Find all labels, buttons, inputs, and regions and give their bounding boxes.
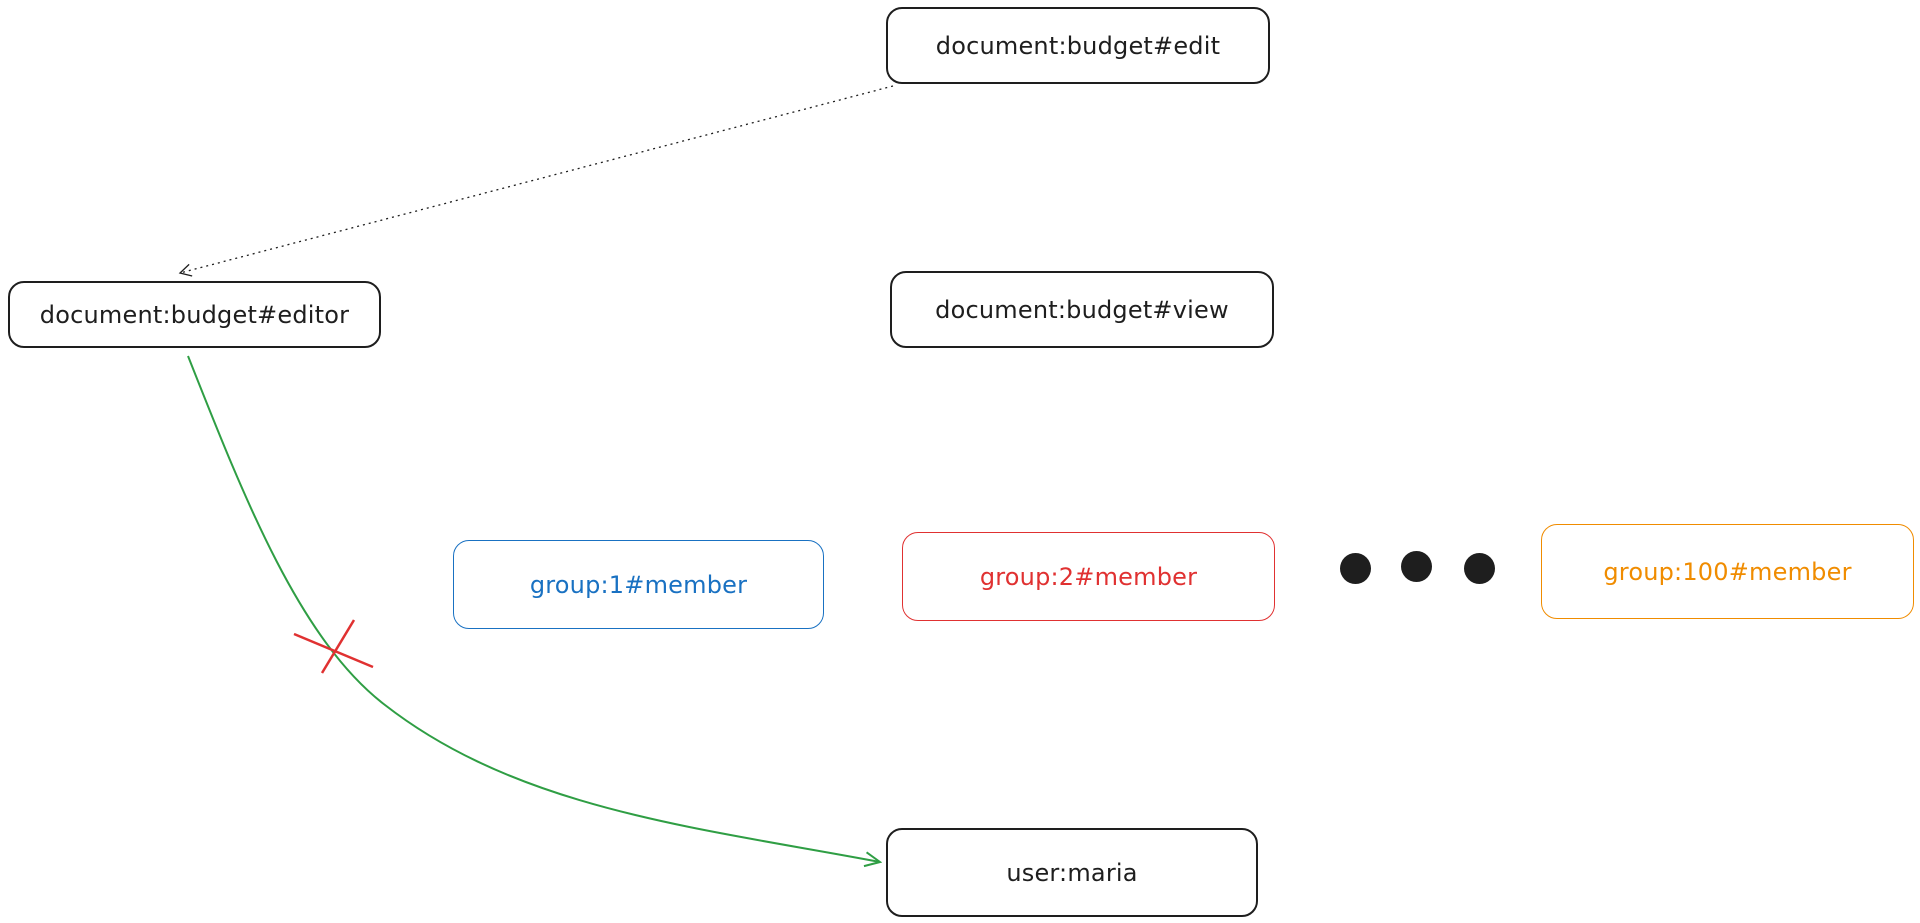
node-label: group:1#member <box>529 570 748 599</box>
node-user-maria: user:maria <box>886 828 1258 917</box>
ellipsis-dot <box>1340 553 1371 584</box>
node-document-budget-edit: document:budget#edit <box>886 7 1270 84</box>
node-group-2-member: group:2#member <box>902 532 1275 621</box>
edge-editor-to-maria <box>187 355 880 862</box>
node-document-budget-editor: document:budget#editor <box>8 281 381 348</box>
ellipsis-dot <box>1464 553 1495 584</box>
node-label: group:100#member <box>1603 557 1852 586</box>
edge-edit-to-editor <box>178 85 894 277</box>
node-group-1-member: group:1#member <box>453 540 824 629</box>
node-label: document:budget#edit <box>935 31 1221 60</box>
node-label: user:maria <box>1006 858 1138 887</box>
node-label: document:budget#editor <box>39 300 350 329</box>
node-label: document:budget#view <box>935 295 1229 324</box>
ellipsis-dot <box>1401 551 1432 582</box>
edge-cancel-x-icon <box>293 619 374 674</box>
node-document-budget-view: document:budget#view <box>890 271 1274 348</box>
node-label: group:2#member <box>979 562 1198 591</box>
node-group-100-member: group:100#member <box>1541 524 1914 619</box>
